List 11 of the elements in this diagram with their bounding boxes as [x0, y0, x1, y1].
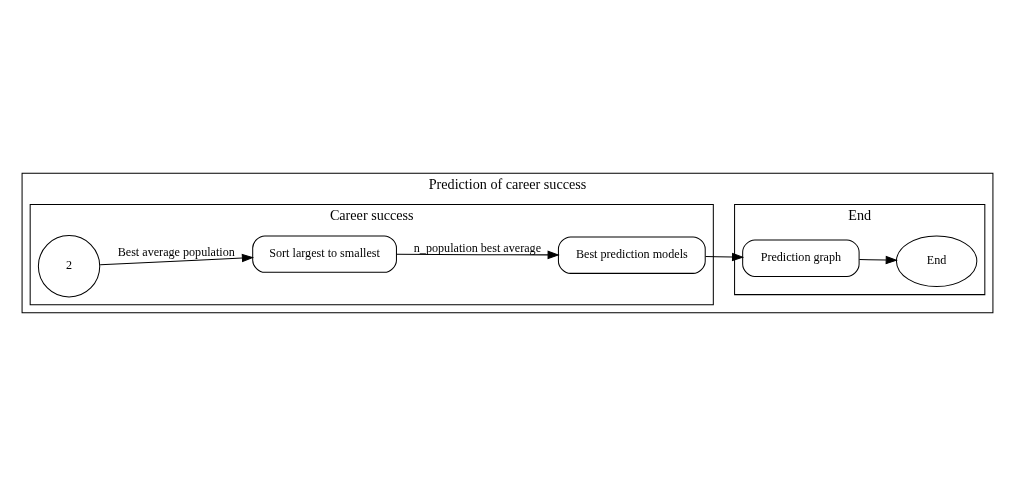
arrow	[99, 253, 254, 266]
arrow	[704, 252, 744, 262]
node-box: Sort largest to smallest	[251, 235, 397, 273]
node-circle: 2	[37, 235, 100, 298]
node-box: Prediction graph	[741, 239, 860, 277]
node-box: Best prediction models	[557, 236, 706, 274]
arrow	[858, 255, 898, 265]
edge-label: n_population best average	[413, 240, 541, 255]
edge-label: Best average population	[117, 244, 235, 259]
arrow	[395, 250, 560, 260]
node-ellipse: End	[895, 235, 977, 288]
